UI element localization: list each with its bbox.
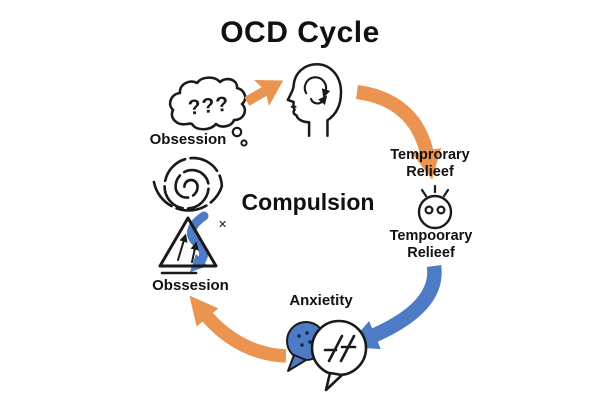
spiral-icon xyxy=(152,156,224,212)
head-with-looping-thoughts-icon xyxy=(286,62,343,137)
relief-lower-label: Tempoorary Relieef xyxy=(389,228,473,262)
thought-tail-dots xyxy=(231,126,248,147)
question-marks: ??? xyxy=(187,93,231,120)
triangle-arrows-icon: ✕ xyxy=(158,211,227,275)
arrow-relief-to-anxiety xyxy=(346,264,442,350)
relieved-face-icon xyxy=(417,184,453,230)
arrow-head-to-relief xyxy=(355,85,442,180)
compulsion-label: Compulsion xyxy=(241,189,375,215)
grawlix-slashes xyxy=(323,334,357,363)
obsession-label: Obsession xyxy=(149,131,227,148)
anxiety-label: Anxietity xyxy=(289,292,353,309)
arrow-anxiety-to-obsession xyxy=(189,295,287,363)
page-title: OCD Cycle xyxy=(220,16,380,49)
relief-upper-label: Temprorary Relieef xyxy=(390,147,470,181)
arrow-obsession-to-head xyxy=(244,80,284,106)
x-mark: ✕ xyxy=(218,219,227,231)
obssesion-label: Obssesion xyxy=(152,277,229,294)
white-speech-bubble xyxy=(310,319,368,392)
thought-cloud-icon: ??? xyxy=(168,76,248,147)
speech-bubbles-icon xyxy=(286,319,368,392)
